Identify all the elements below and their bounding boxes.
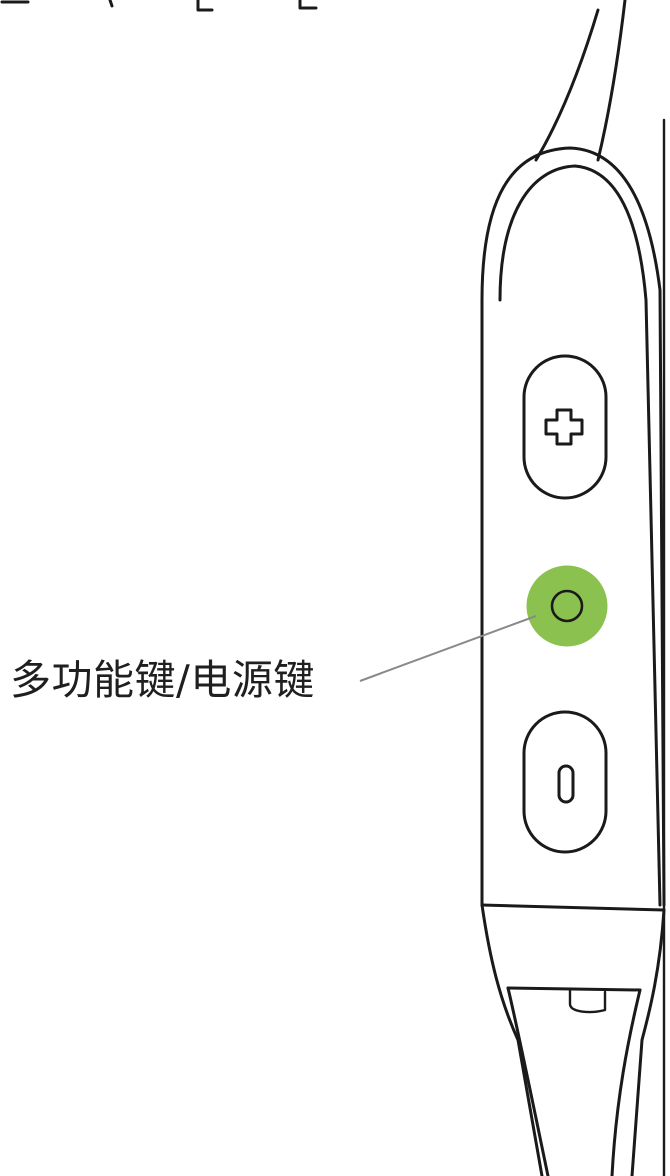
circle-icon [550,589,584,623]
multifunction-power-button[interactable] [526,565,608,647]
volume-up-button[interactable] [522,354,608,500]
callout-leader-line [359,615,537,682]
plus-icon [544,408,584,446]
upper-cable [534,0,627,162]
clipped-top-fragment [0,0,318,12]
remote-body [480,118,666,1176]
minus-icon [557,764,575,804]
callout-label: 多功能键/电源键 [10,656,315,704]
volume-down-button[interactable] [522,710,608,854]
